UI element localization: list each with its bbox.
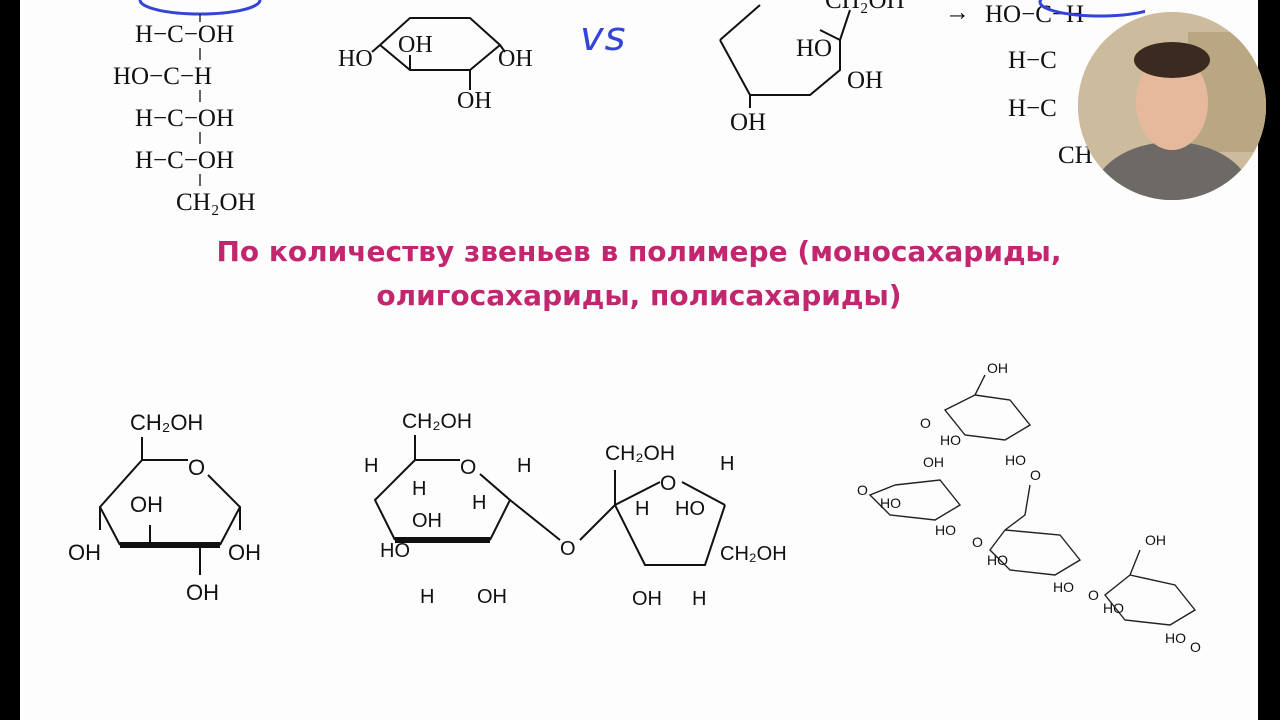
poly-ho-1: HO xyxy=(940,432,961,448)
sucrose-h-6: H xyxy=(635,498,649,520)
glucose-ch2oh: CH₂OH xyxy=(130,410,203,435)
poly-ho-3: HO xyxy=(880,495,901,511)
slide: H−C−OH HO−C−H H−C−OH H−C−OH CH₂OH OH HO … xyxy=(20,0,1258,720)
sucrose-haworth: CH₂OH O H H OH H H HO H OH O CH₂OH O H H… xyxy=(364,410,787,610)
ring1-ho-left: HO xyxy=(338,46,373,72)
fischer-bottom: CH₂OH xyxy=(176,189,256,216)
ring1-oh-right: OH xyxy=(498,46,533,72)
furanose-ring-top: CH₂OH HO OH OH xyxy=(719,0,905,136)
section-heading: По количеству звеньев в полимере (моноса… xyxy=(20,230,1258,318)
sucrose-ch2oh-top: CH₂OH xyxy=(605,442,675,465)
fischer-row-2: HO−C−H xyxy=(113,63,212,90)
ring2-ho: HO xyxy=(796,35,832,62)
sucrose-h-4: H xyxy=(517,455,531,477)
ring1-oh-top: OH xyxy=(398,32,433,58)
poly-o-5: O xyxy=(1088,587,1099,603)
poly-ho-2: HO xyxy=(1005,452,1026,468)
glucose-oh-bottom: OH xyxy=(186,580,219,605)
sucrose-h-5: H xyxy=(420,586,434,608)
webcam-video xyxy=(1078,12,1266,200)
vs-label: vs xyxy=(580,14,627,60)
annotation-ellipse xyxy=(138,0,262,16)
poly-oh-1: OH xyxy=(987,360,1008,376)
fischer-projection: H−C−OH HO−C−H H−C−OH H−C−OH CH₂OH xyxy=(113,0,262,216)
sucrose-h-1: H xyxy=(364,455,378,477)
poly-ho-5: HO xyxy=(987,552,1008,568)
sucrose-o-left: O xyxy=(460,456,476,479)
glucose-haworth: CH₂OH O OH OH OH OH xyxy=(68,410,261,605)
sucrose-ho-left: HO xyxy=(380,540,410,562)
ring1-oh-bottom: OH xyxy=(457,88,492,114)
fischer2-arrow: → xyxy=(945,0,970,26)
poly-ho-7: HO xyxy=(1103,600,1124,616)
sucrose-h-3: H xyxy=(472,492,486,514)
poly-o-1: O xyxy=(920,415,931,431)
glucose-oh-inner: OH xyxy=(130,492,163,517)
fischer2-row-2: H−C xyxy=(1008,47,1057,74)
sucrose-o-right: O xyxy=(660,472,676,495)
ring2-oh-bottom: OH xyxy=(730,109,766,136)
poly-ho-6: HO xyxy=(1053,579,1074,595)
ring2-ch2oh: CH₂OH xyxy=(825,0,905,14)
poly-o-2: O xyxy=(1030,467,1041,483)
glucose-oh-left: OH xyxy=(68,540,101,565)
sucrose-oh-right-bottom: OH xyxy=(632,588,662,610)
sucrose-ho-right: HO xyxy=(675,498,705,520)
presenter-avatar xyxy=(1078,12,1266,200)
fischer-row-1: H−C−OH xyxy=(135,21,234,48)
sucrose-h-7: H xyxy=(720,453,734,475)
polysaccharide-chain: OH O HO HO O OH O HO HO O HO HO O OH HO … xyxy=(857,360,1201,655)
fischer-row-3: H−C−OH xyxy=(135,105,234,132)
sucrose-h-8: H xyxy=(692,588,706,610)
poly-o-4: O xyxy=(972,534,983,550)
poly-ho-8: HO xyxy=(1165,630,1186,646)
fischer2-row-3: H−C xyxy=(1008,95,1057,122)
sucrose-oh-bottom: OH xyxy=(477,586,507,608)
annotation-ellipse-2 xyxy=(1038,0,1145,18)
poly-ho-4: HO xyxy=(935,522,956,538)
ring2-oh-right: OH xyxy=(847,67,883,94)
sucrose-ch2oh-left: CH₂OH xyxy=(402,410,472,433)
sucrose-ch2oh-right: CH₂OH xyxy=(720,543,787,565)
fischer-projection-2: → HO−C−H H−C H−C CH xyxy=(945,0,1145,169)
glucose-ring-o: O xyxy=(188,455,205,480)
heading-line-1: По количеству звеньев в полимере (моноса… xyxy=(216,235,1062,268)
sucrose-oh-inner: OH xyxy=(412,510,442,532)
glucose-oh-right: OH xyxy=(228,540,261,565)
pyranose-ring-top: OH HO OH OH xyxy=(338,17,533,114)
poly-oh-3: OH xyxy=(1145,532,1166,548)
poly-o-6: O xyxy=(1190,639,1201,655)
poly-oh-2: OH xyxy=(923,454,944,470)
fischer-row-4: H−C−OH xyxy=(135,147,234,174)
sucrose-o-bridge: O xyxy=(560,538,576,560)
poly-o-3: O xyxy=(857,482,868,498)
sucrose-h-2: H xyxy=(412,478,426,500)
heading-line-2: олигосахариды, полисахариды) xyxy=(376,279,902,312)
